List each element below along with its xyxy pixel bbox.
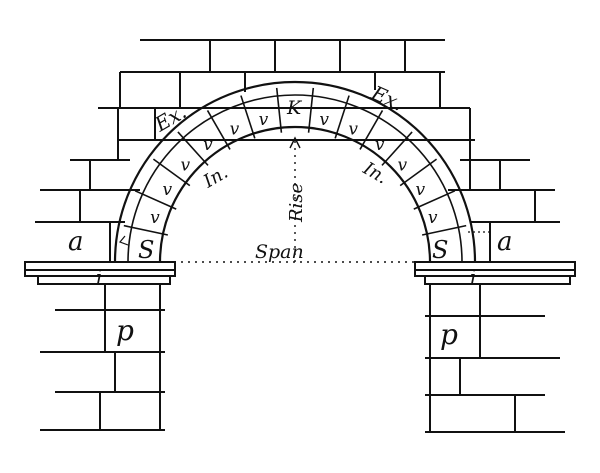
voussoir-label: v xyxy=(415,180,425,200)
rise-arrow-top xyxy=(289,136,301,149)
voussoir-label: v xyxy=(163,180,173,200)
voussoir-joint xyxy=(134,190,177,210)
voussoir-label: v xyxy=(348,120,358,140)
voussoir-label: v xyxy=(428,208,438,228)
voussoir-joint xyxy=(359,110,384,150)
impost-label-right: i xyxy=(470,265,476,289)
voussoir-joint xyxy=(152,158,191,187)
pier-label-right: p xyxy=(440,318,458,351)
springer-label-left: S xyxy=(138,236,154,264)
voussoir-joint xyxy=(307,87,315,133)
extrados-label-right: Ex. xyxy=(367,80,407,115)
voussoir-label: v xyxy=(203,135,213,155)
voussoir-joint xyxy=(381,131,413,166)
masonry-wall xyxy=(35,39,560,262)
voussoir-joint xyxy=(275,87,283,133)
springer-pointer-left xyxy=(118,235,129,246)
voussoir-joint xyxy=(413,190,456,210)
voussoir-label: v xyxy=(181,155,191,175)
voussoir-label: v xyxy=(375,135,385,155)
pier-left xyxy=(40,284,165,431)
voussoir-label: v xyxy=(259,110,269,130)
voussoir-joint xyxy=(206,110,231,150)
abutment-label-right: a xyxy=(497,227,513,257)
voussoir-joint xyxy=(399,158,438,187)
pier-label-left: p xyxy=(116,314,134,347)
pier-right xyxy=(425,284,565,433)
voussoir-joint xyxy=(240,95,256,139)
abutment-label-left: a xyxy=(68,227,84,257)
impost-label-left: i xyxy=(96,265,102,289)
span-label: Span xyxy=(255,241,304,263)
extrados-curve xyxy=(113,80,477,263)
voussoir-joint xyxy=(421,224,467,236)
voussoir-label: v xyxy=(230,120,240,140)
voussoir-label: v xyxy=(397,155,407,175)
impost-right xyxy=(414,261,576,285)
voussoir-label: v xyxy=(319,110,329,130)
rise-label: Rise xyxy=(286,183,307,223)
voussoir-joint xyxy=(177,131,209,166)
intrados-curve xyxy=(158,125,432,263)
voussoir-joint xyxy=(334,95,350,139)
voussoir-label: v xyxy=(150,208,160,228)
intrados-label-left: In. xyxy=(199,162,232,193)
voussoir-joint xyxy=(123,224,169,236)
arch-band-curve xyxy=(127,94,463,263)
springer-label-right: S xyxy=(432,236,448,264)
keystone-label: K xyxy=(286,97,303,119)
